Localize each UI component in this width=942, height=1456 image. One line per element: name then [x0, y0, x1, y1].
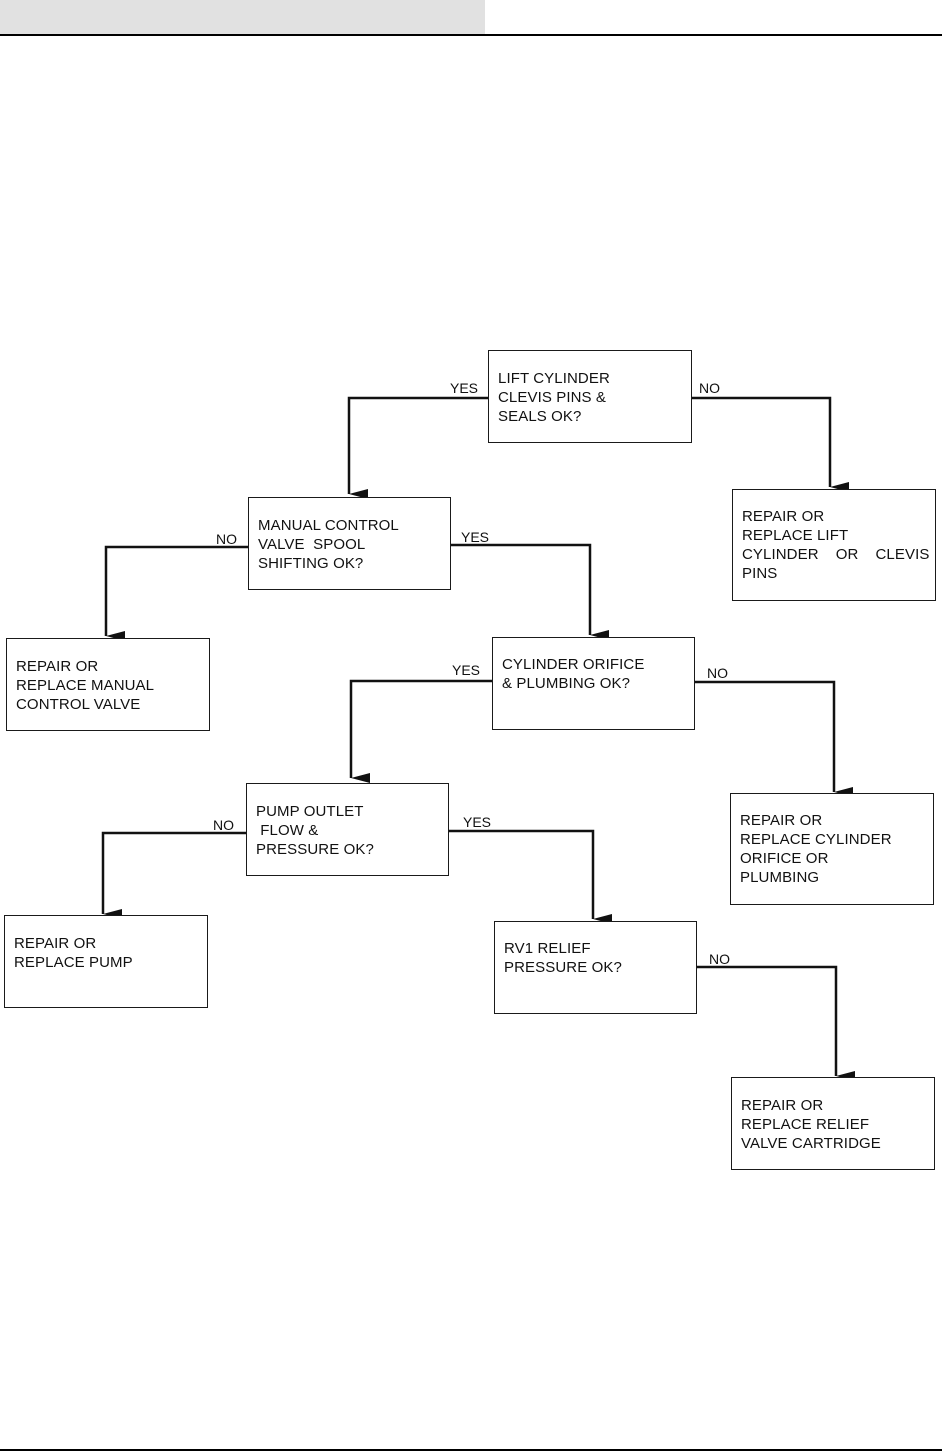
action-text: REPAIR OR — [16, 658, 99, 675]
decision-text: FLOW & — [256, 822, 319, 839]
branch-label-yes: YES — [452, 662, 481, 678]
decision-text: PRESSURE OK? — [256, 841, 374, 858]
decision-manual-control-valve: MANUAL CONTROL VALVE SPOOL SHIFTING OK? — [248, 497, 451, 590]
action-text: VALVE CARTRIDGE — [741, 1135, 881, 1152]
branch-label-yes: YES — [450, 380, 479, 396]
decision-text: CYLINDER ORIFICE — [502, 656, 645, 673]
decision-text: MANUAL CONTROL — [258, 517, 399, 534]
action-text: ORIFICE OR — [740, 850, 829, 867]
decision-rv1-relief: RV1 RELIEF PRESSURE OK? — [494, 921, 697, 1014]
decision-text: RV1 RELIEF — [504, 940, 591, 957]
decision-text: SHIFTING OK? — [258, 555, 364, 572]
connector-orifice-yes — [349, 679, 492, 783]
decision-text: SEALS OK? — [498, 408, 582, 425]
action-replace-pump: REPAIR OR REPLACE PUMP — [4, 915, 208, 1008]
connector-orifice-no — [695, 680, 853, 797]
decision-text: LIFT CYLINDER — [498, 370, 610, 387]
branch-label-yes: YES — [461, 529, 490, 545]
branch-label-no: NO — [216, 531, 237, 547]
action-text: PLUMBING — [740, 869, 820, 886]
action-replace-lift-cylinder: REPAIR OR REPLACE LIFT CYLINDER OR CLEVI… — [732, 489, 936, 601]
action-text: CONTROL VALVE — [16, 696, 141, 713]
action-text: REPLACE RELIEF — [741, 1116, 870, 1133]
decision-text: PRESSURE OK? — [504, 959, 622, 976]
action-text: REPAIR OR — [740, 812, 823, 829]
connector-rv1-no — [697, 965, 855, 1081]
connector-manual-yes — [451, 543, 609, 640]
branch-label-no: NO — [707, 665, 728, 681]
action-text: REPAIR OR — [741, 1097, 824, 1114]
header-rule — [0, 34, 942, 36]
connector-lift-no — [692, 396, 849, 492]
branch-label-yes: YES — [463, 814, 492, 830]
connector-pump-no — [101, 831, 246, 919]
decision-pump-outlet: PUMP OUTLET FLOW & PRESSURE OK? — [246, 783, 449, 876]
action-text: REPLACE PUMP — [14, 954, 133, 971]
footer-rule — [0, 1449, 942, 1451]
action-text: REPAIR OR — [14, 935, 97, 952]
decision-cylinder-orifice: CYLINDER ORIFICE & PLUMBING OK? — [492, 637, 695, 730]
action-text: CYLINDER OR CLEVIS — [742, 546, 930, 563]
decision-text: VALVE SPOOL — [258, 536, 366, 553]
connector-lift-yes — [347, 396, 488, 499]
action-replace-manual-control-valve: REPAIR OR REPLACE MANUAL CONTROL VALVE — [6, 638, 210, 731]
branch-label-no: NO — [709, 951, 730, 967]
action-text: REPAIR OR — [742, 508, 825, 525]
decision-text: & PLUMBING OK? — [502, 675, 631, 692]
action-text: REPLACE LIFT — [742, 527, 849, 544]
decision-text: PUMP OUTLET — [256, 803, 364, 820]
branch-label-no: NO — [699, 380, 720, 396]
decision-lift-cylinder: LIFT CYLINDER CLEVIS PINS & SEALS OK? — [488, 350, 692, 443]
decision-text: CLEVIS PINS & — [498, 389, 607, 406]
action-text: REPLACE MANUAL — [16, 677, 155, 694]
action-replace-relief-valve: REPAIR OR REPLACE RELIEF VALVE CARTRIDGE — [731, 1077, 935, 1170]
action-text: REPLACE CYLINDER — [740, 831, 892, 848]
action-text: PINS — [742, 565, 778, 582]
connector-pump-yes — [449, 829, 612, 924]
connector-manual-no — [104, 545, 248, 641]
header-band — [0, 0, 485, 34]
action-replace-cylinder-orifice: REPAIR OR REPLACE CYLINDER ORIFICE OR PL… — [730, 793, 934, 905]
branch-label-no: NO — [213, 817, 234, 833]
